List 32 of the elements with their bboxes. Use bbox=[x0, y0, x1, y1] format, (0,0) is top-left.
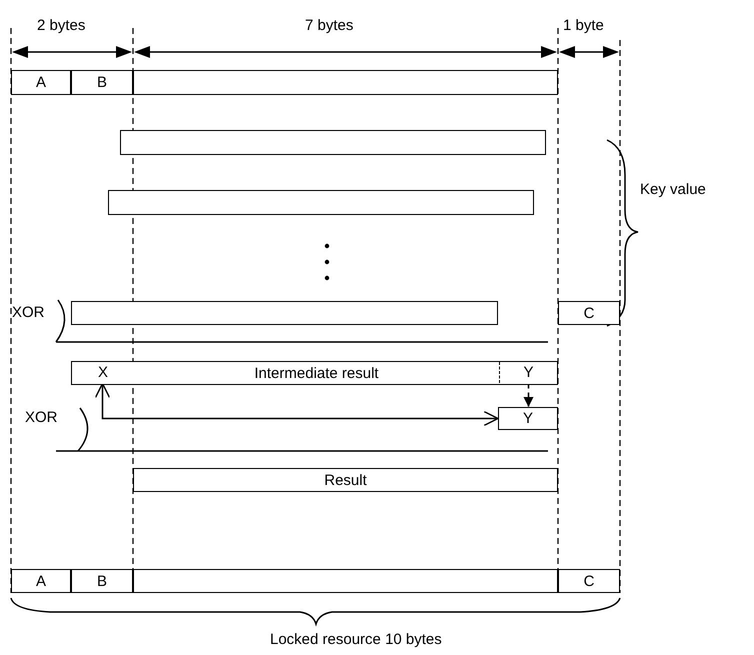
field-label: X bbox=[98, 365, 108, 380]
dimension-label: 7 bytes bbox=[305, 18, 354, 33]
field-label: Intermediate result bbox=[253, 366, 380, 380]
byte-field bbox=[11, 70, 71, 95]
empty-field-box bbox=[108, 190, 534, 215]
field-label: Y bbox=[522, 411, 533, 426]
arrow bbox=[94, 382, 499, 426]
field-label: B bbox=[96, 574, 107, 588]
brace-label: Locked resource 10 bytes bbox=[270, 632, 442, 647]
byte-field bbox=[558, 569, 620, 593]
brace-label: Key value bbox=[640, 182, 706, 197]
arrow bbox=[524, 384, 534, 407]
byte-field bbox=[498, 407, 558, 430]
field-label: A bbox=[36, 75, 46, 90]
field-label: Result bbox=[324, 472, 367, 488]
byte-field bbox=[133, 468, 558, 492]
field-label: B bbox=[96, 75, 107, 90]
byte-field bbox=[11, 569, 71, 593]
byte-field bbox=[71, 569, 133, 593]
dimension-label: 2 bytes bbox=[37, 18, 86, 33]
byte-field bbox=[71, 70, 133, 95]
field-label: Y bbox=[523, 365, 534, 380]
field-label: C bbox=[584, 306, 594, 320]
empty-field-box bbox=[71, 301, 498, 325]
empty-field-box bbox=[120, 130, 546, 155]
dimension-label: 1 byte bbox=[563, 18, 604, 33]
byte-field bbox=[558, 301, 620, 325]
operation-label: XOR bbox=[25, 410, 58, 425]
byte-field bbox=[71, 361, 558, 385]
operation-label: XOR bbox=[12, 305, 45, 320]
field-label: C bbox=[584, 574, 594, 588]
field-label: A bbox=[36, 574, 46, 588]
